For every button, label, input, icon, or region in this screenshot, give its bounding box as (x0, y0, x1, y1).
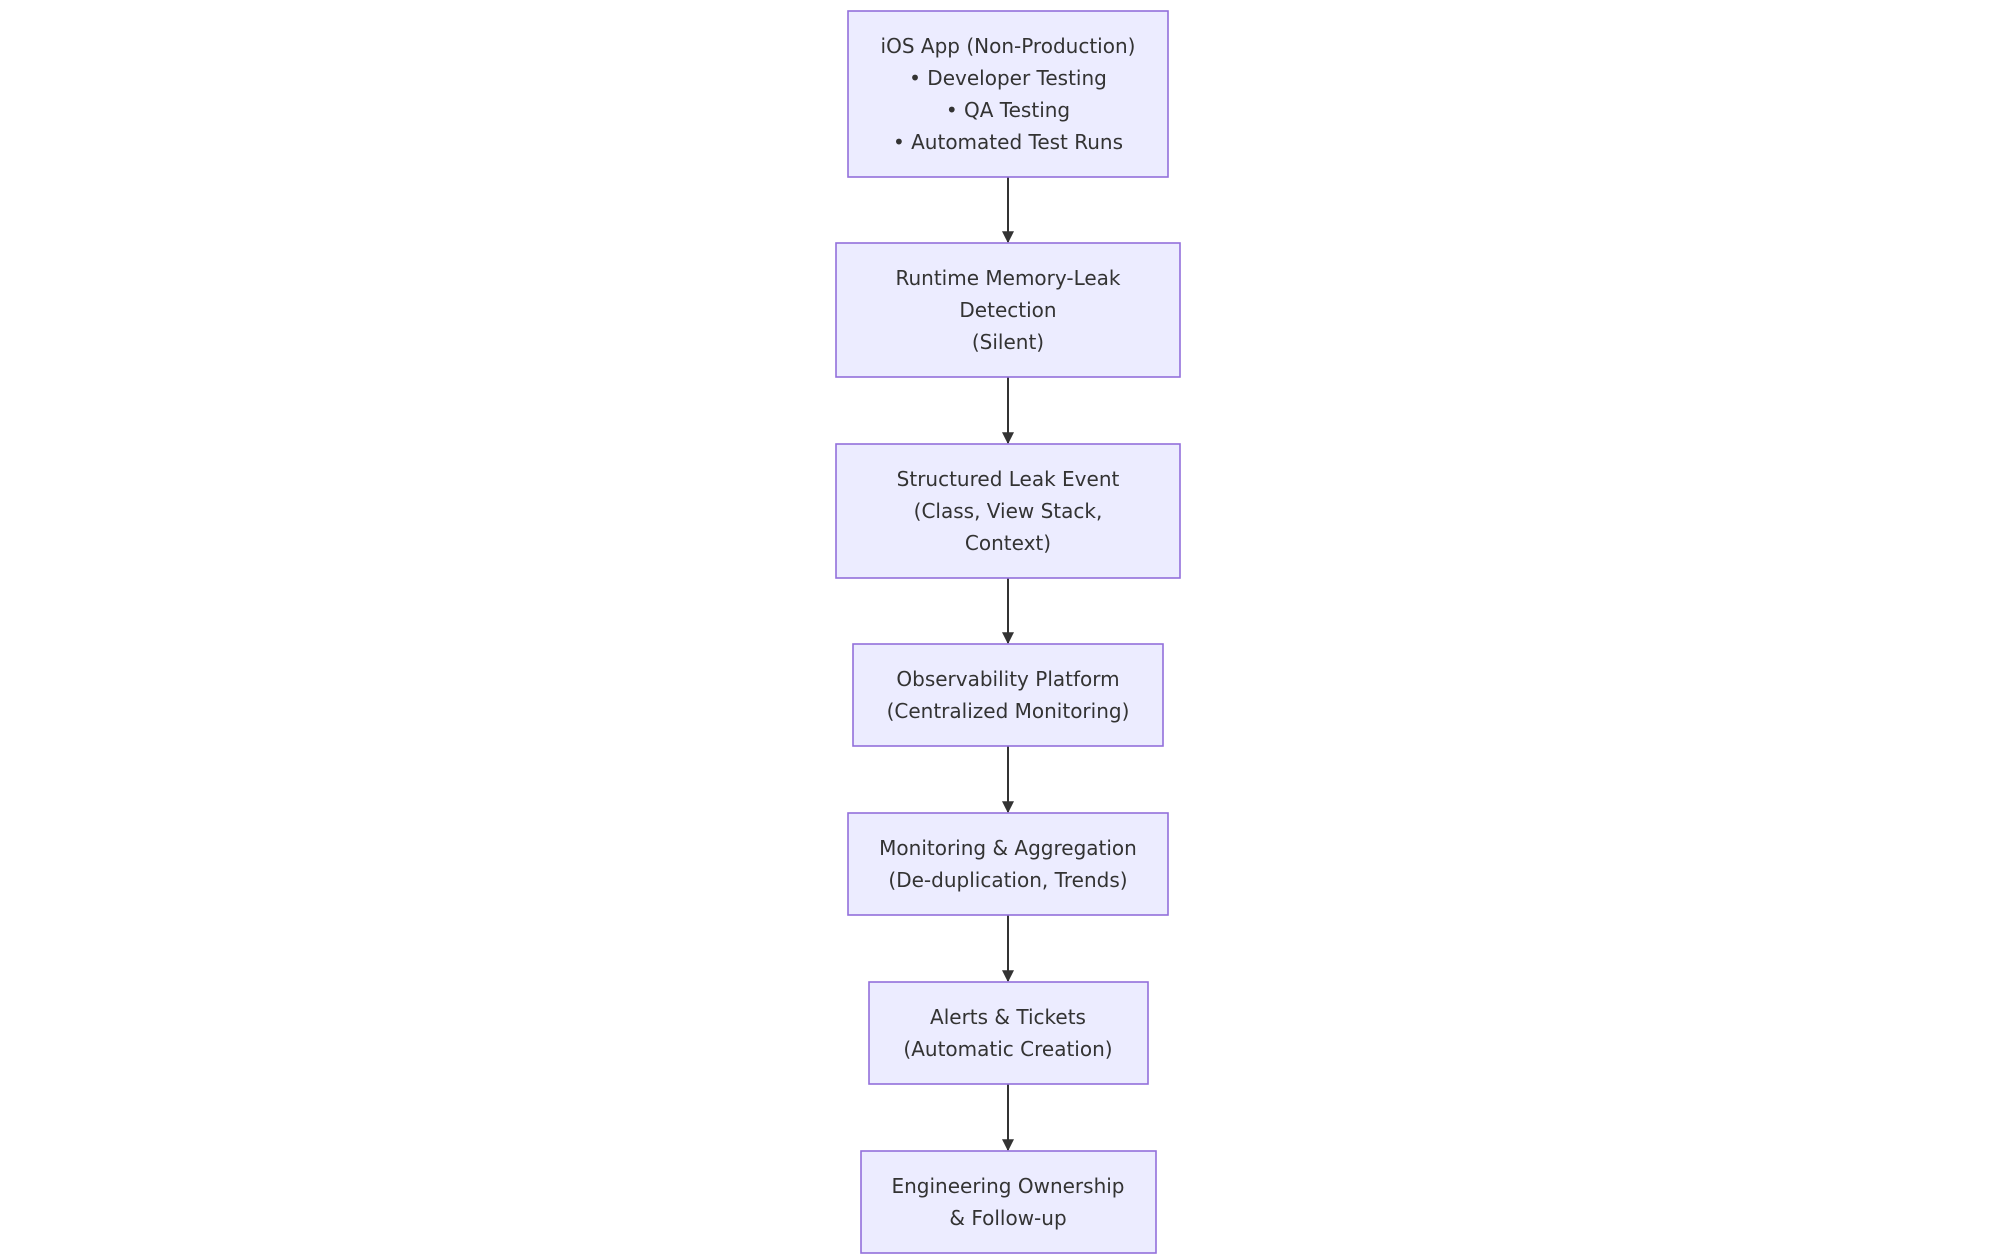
node-label-line: Structured Leak Event (897, 467, 1120, 491)
node-label-line: (Automatic Creation) (903, 1037, 1112, 1061)
node-label-line: (Silent) (972, 330, 1044, 354)
node-label-line: (Class, View Stack, (914, 499, 1103, 523)
node-box (847, 812, 1169, 916)
node-alerts: Alerts & Tickets (Automatic Creation) (868, 981, 1149, 1085)
node-ios-app: iOS App (Non-Production) • Developer Test… (847, 10, 1169, 178)
node-label-line: & Follow-up (949, 1206, 1066, 1230)
nodes-layer: iOS App (Non-Production) • Developer Test… (835, 10, 1181, 1254)
node-leak-event: Structured Leak Event (Class, View Stack,… (835, 443, 1181, 579)
node-label-line: Alerts & Tickets (930, 1005, 1086, 1029)
node-label-line: Engineering Ownership (891, 1174, 1124, 1198)
node-ownership: Engineering Ownership & Follow-up (860, 1150, 1157, 1254)
node-label-line: Detection (959, 298, 1056, 322)
node-box (835, 443, 1181, 579)
node-label-line: • Developer Testing (909, 66, 1107, 90)
node-aggregation: Monitoring & Aggregation (De-duplication,… (847, 812, 1169, 916)
node-box (860, 1150, 1157, 1254)
node-label-line: Observability Platform (896, 667, 1119, 691)
node-observability: Observability Platform (Centralized Monit… (852, 643, 1164, 747)
node-label-line: Context) (965, 531, 1051, 555)
node-label-line: iOS App (Non-Production) (881, 34, 1136, 58)
node-label-line: Monitoring & Aggregation (879, 836, 1137, 860)
node-box (847, 10, 1169, 178)
node-label-line: • QA Testing (946, 98, 1070, 122)
node-box (835, 242, 1181, 378)
node-label-line: • Automated Test Runs (893, 130, 1123, 154)
node-label-line: (Centralized Monitoring) (887, 699, 1130, 723)
node-label-line: (De-duplication, Trends) (888, 868, 1127, 892)
node-box (852, 643, 1164, 747)
node-label-line: Runtime Memory-Leak (895, 266, 1120, 290)
node-box (868, 981, 1149, 1085)
